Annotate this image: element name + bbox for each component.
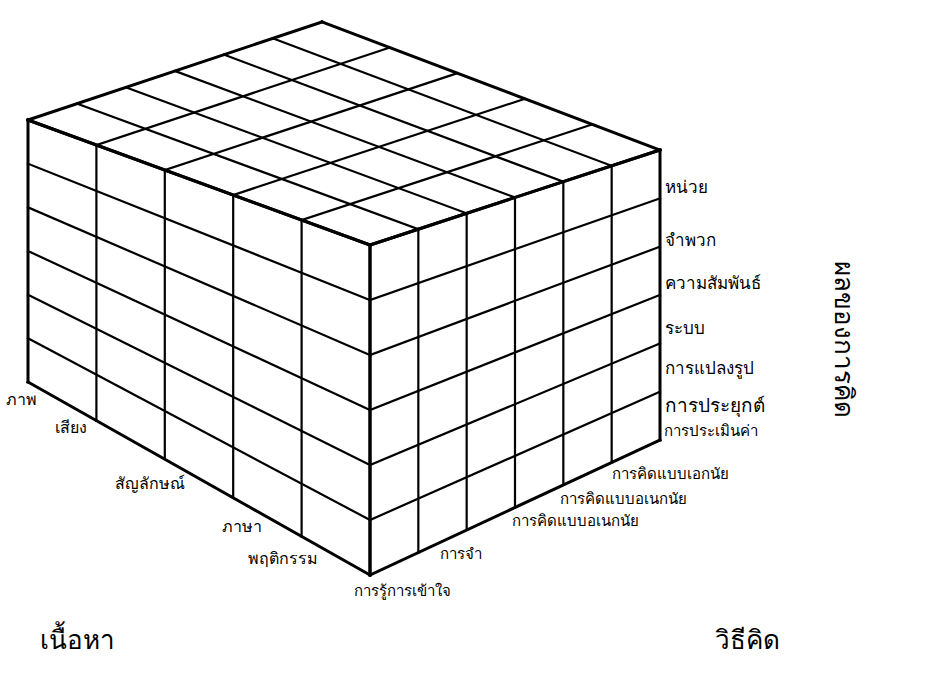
top-face-grid-line xyxy=(28,22,322,120)
product-label: หน่วย xyxy=(665,177,708,197)
product-label: การประยุกต์ xyxy=(665,394,765,417)
left-face-grid-line xyxy=(28,120,370,245)
operation-label: การรู้การเข้าใจ xyxy=(354,582,451,600)
axis-title: เนื้อหา xyxy=(40,625,115,656)
left-face-grid-line xyxy=(28,251,370,410)
left-face-grid-line xyxy=(28,295,370,465)
left-face-grid-line xyxy=(28,382,370,575)
left-face-grid-line xyxy=(28,338,370,520)
left-face-grid-line xyxy=(28,164,370,300)
top-face-grid-line xyxy=(126,87,467,213)
axis-title: ผลของการคิด xyxy=(828,262,859,419)
content-label: ภาพ xyxy=(6,390,37,409)
product-label: การแปลงรูป xyxy=(665,358,754,378)
operation-label: การคิดแบบอเนกนัย xyxy=(512,512,639,530)
top-face-grid-line xyxy=(302,124,593,220)
top-face-grid-line xyxy=(96,48,389,145)
top-face-grid-line xyxy=(273,38,612,165)
operation-label: การคิดแบบอเนกนัย xyxy=(560,490,687,508)
top-face-grid-line xyxy=(322,22,660,150)
operation-label: การจำ xyxy=(440,545,482,563)
content-label: พฤติกรรม xyxy=(248,549,318,568)
left-face-grid-line xyxy=(28,207,370,355)
top-face-grid-line xyxy=(77,104,418,230)
content-label: สัญลักษณ์ xyxy=(115,474,185,493)
front-face-grid-line xyxy=(370,343,660,465)
front-face-grid-line xyxy=(370,247,660,355)
top-face-grid-line xyxy=(28,120,370,245)
product-label: จำพวก xyxy=(665,230,716,250)
content-label: เสียง xyxy=(55,418,87,437)
top-face-grid-line xyxy=(233,99,525,195)
product-label: ระบบ xyxy=(665,318,705,338)
top-face-grid-line xyxy=(165,73,457,170)
operation-label: การคิดแบบเอกนัย xyxy=(612,465,729,483)
front-face-grid-line xyxy=(370,198,660,300)
top-face-grid-line xyxy=(224,55,563,182)
front-face-grid-line xyxy=(370,295,660,410)
content-label: ภาษา xyxy=(222,517,262,536)
operation-label: การประเมินค่า xyxy=(664,422,758,440)
axis-title: วิธีคิด xyxy=(715,625,780,656)
product-label: ความสัมพันธ์ xyxy=(665,273,761,293)
top-face-grid-line xyxy=(175,71,515,198)
top-face-grid-line xyxy=(370,150,660,245)
